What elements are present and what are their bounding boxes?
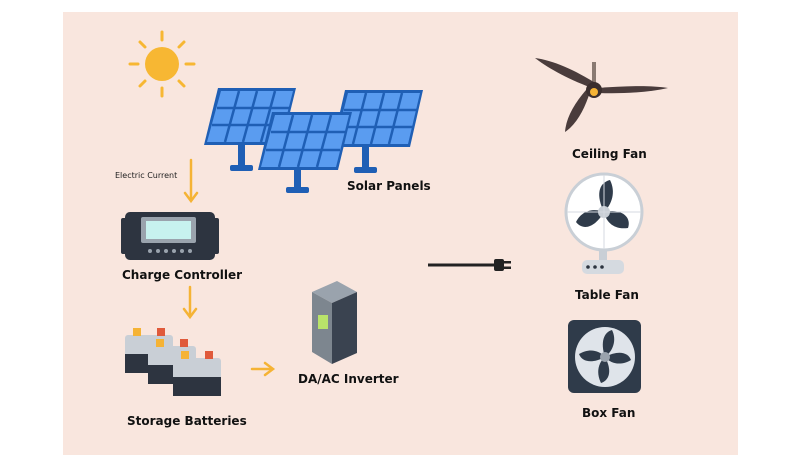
inverter-label: DA/AC Inverter xyxy=(298,372,399,386)
table-fan-label: Table Fan xyxy=(575,288,639,302)
box-fan-label: Box Fan xyxy=(582,406,636,420)
power-plug-icon xyxy=(428,259,511,271)
current-arrow-down-1 xyxy=(183,158,199,204)
solar-panels-label: Solar Panels xyxy=(347,179,431,193)
electric-current-label: Electric Current xyxy=(115,171,178,180)
charge-controller-label: Charge Controller xyxy=(122,268,243,282)
ceiling-fan-label: Ceiling Fan xyxy=(572,147,647,161)
charge-controller-icon xyxy=(121,212,219,260)
ceiling-fan-icon xyxy=(535,58,668,132)
table-fan-icon xyxy=(564,172,644,274)
storage-batteries-label: Storage Batteries xyxy=(127,414,247,428)
box-fan-icon xyxy=(568,320,641,393)
battery-icon xyxy=(125,328,221,396)
current-arrow-right xyxy=(250,361,276,377)
current-arrow-down-2 xyxy=(182,285,198,320)
solar-panel-icon xyxy=(204,88,423,193)
inverter-icon xyxy=(312,281,357,364)
sun-icon xyxy=(128,30,196,98)
